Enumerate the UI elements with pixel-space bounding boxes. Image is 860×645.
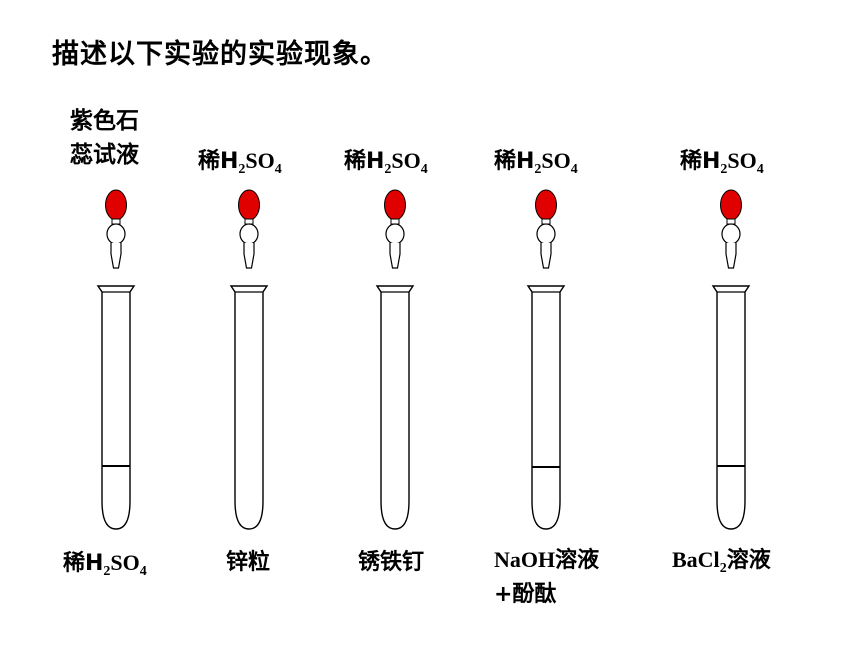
page-title: 描述以下实验的实验现象。 (52, 39, 388, 70)
reagent-label-2: 稀H2SO4 (198, 148, 282, 177)
sample-label-4-line2: +酚酞 (494, 582, 557, 607)
reagent-label-1-line2: 蕊试液 (70, 142, 139, 168)
dropper-4 (534, 189, 558, 269)
sample-label-4: NaOH溶液 +酚酞 (494, 543, 599, 612)
sample-label-4-line1: NaOH溶液 (494, 547, 600, 572)
sample-label-2: 锌粒 (226, 550, 271, 575)
dropper-1 (104, 189, 128, 269)
reagent-label-5: 稀H2SO4 (680, 148, 764, 177)
sample-label-1: 稀H2SO4 (63, 550, 147, 579)
dropper-3 (383, 189, 407, 269)
reagent-label-1-line1: 紫色石 (70, 108, 139, 134)
test-tube-3 (376, 285, 414, 530)
reagent-label-1: 紫色石 蕊试液 (70, 104, 139, 172)
dropper-5 (719, 189, 743, 269)
sample-label-5: BaCl2溶液 (672, 547, 771, 576)
test-tube-1 (97, 285, 135, 530)
reagent-label-4: 稀H2SO4 (494, 148, 578, 177)
test-tube-5 (712, 285, 750, 530)
reagent-label-3: 稀H2SO4 (344, 148, 428, 177)
test-tube-2 (230, 285, 268, 530)
test-tube-4 (527, 285, 565, 530)
dropper-2 (237, 189, 261, 269)
sample-label-3: 锈铁钉 (358, 550, 425, 575)
